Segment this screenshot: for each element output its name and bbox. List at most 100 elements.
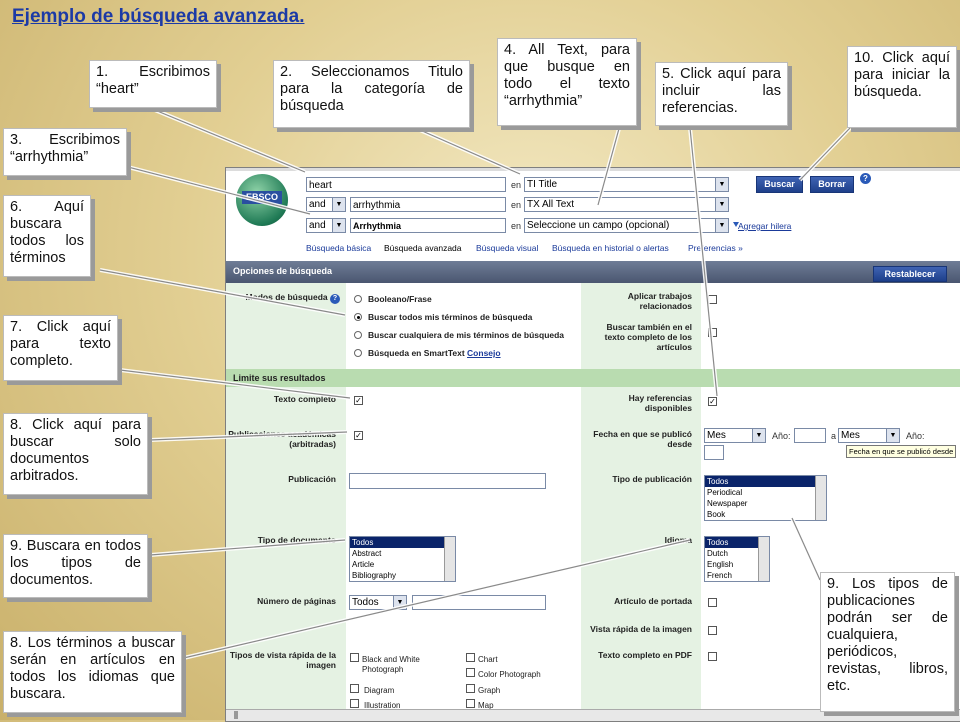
chevron-down-icon: ▼ bbox=[715, 178, 728, 191]
image-type-checkbox[interactable] bbox=[350, 699, 359, 708]
tab-historial-alertas[interactable]: Búsqueda en historial o alertas bbox=[552, 243, 669, 253]
scrollbar[interactable] bbox=[444, 537, 455, 581]
list-item[interactable]: Newspaper bbox=[707, 499, 748, 508]
search-term-input-1[interactable]: heart bbox=[306, 177, 506, 192]
search-term-input-3[interactable]: Arrhythmia bbox=[350, 218, 506, 233]
image-type-checkbox[interactable] bbox=[466, 668, 475, 677]
list-item[interactable]: Book bbox=[707, 510, 726, 519]
tab-busqueda-avanzada[interactable]: Búsqueda avanzada bbox=[384, 243, 462, 253]
radio-smarttext[interactable] bbox=[354, 349, 362, 357]
articulo-portada-checkbox[interactable] bbox=[708, 598, 717, 607]
image-type-label: Chart bbox=[478, 655, 498, 664]
image-type-checkbox[interactable] bbox=[466, 653, 475, 662]
field-select-3-value: Seleccione un campo (opcional) bbox=[527, 220, 670, 231]
radio-booleano[interactable] bbox=[354, 295, 362, 303]
en-label-2: en bbox=[511, 200, 522, 210]
image-type-label: Diagram bbox=[364, 686, 395, 695]
list-item[interactable]: Dutch bbox=[707, 549, 728, 558]
scrollbar[interactable] bbox=[758, 537, 769, 581]
image-type-label: Map bbox=[478, 701, 494, 710]
list-item[interactable]: Todos bbox=[350, 537, 455, 548]
list-item[interactable]: Abstract bbox=[352, 549, 382, 558]
image-type-checkbox[interactable] bbox=[350, 653, 359, 662]
callout-8b: 8. Los términos a buscar serán en artícu… bbox=[3, 631, 182, 713]
image-type-label: Graph bbox=[478, 686, 501, 695]
list-item[interactable]: Periodical bbox=[707, 488, 743, 497]
callout-9b: 9. Los tipos de publicaciones podrán ser… bbox=[820, 572, 955, 712]
list-item[interactable]: English bbox=[707, 560, 734, 569]
bool-select-2[interactable]: and▼ bbox=[306, 197, 346, 212]
list-item[interactable]: Bibliography bbox=[352, 571, 397, 580]
help-icon[interactable]: ? bbox=[860, 173, 871, 184]
paginas-select[interactable]: Todos▼ bbox=[349, 595, 407, 610]
idioma-list[interactable]: Todos Dutch English French bbox=[704, 536, 770, 582]
callout-6: 6. Aquí buscara todos los términos bbox=[3, 195, 91, 277]
publicacion-input[interactable] bbox=[349, 473, 546, 489]
mode-cualquiera: Buscar cualquiera de mis términos de bús… bbox=[368, 330, 565, 340]
tipo-publicacion-label: Tipo de publicación bbox=[612, 474, 692, 484]
mes-hasta-select[interactable]: Mes▼ bbox=[838, 428, 900, 443]
publicacion-label: Publicación bbox=[288, 474, 336, 484]
field-select-1[interactable]: TI Title▼ bbox=[524, 177, 729, 192]
idioma-label: Idioma bbox=[664, 535, 692, 545]
scrollbar[interactable] bbox=[815, 476, 826, 520]
mode-todos: Buscar todos mis términos de búsqueda bbox=[368, 312, 533, 322]
bool-select-3[interactable]: and▼ bbox=[306, 218, 346, 233]
left-label-column bbox=[226, 283, 346, 721]
texto-completo-label: Texto completo bbox=[273, 394, 336, 404]
agregar-hilera-link[interactable]: Agregar hilera bbox=[738, 221, 792, 231]
tipo-publicacion-list[interactable]: Todos Periodical Newspaper Book bbox=[704, 475, 827, 521]
search-term-input-2[interactable]: arrhythmia bbox=[350, 197, 506, 212]
image-type-checkbox[interactable] bbox=[350, 684, 359, 693]
anio-desde-input[interactable] bbox=[794, 428, 826, 443]
chevron-down-icon: ▼ bbox=[752, 429, 765, 442]
consejo-link[interactable]: Consejo bbox=[467, 348, 501, 358]
callout-1: 1. Escribimos “heart” bbox=[89, 60, 217, 108]
list-item[interactable]: Article bbox=[352, 560, 375, 569]
en-label-3: en bbox=[511, 221, 522, 231]
a-label: a bbox=[831, 431, 837, 441]
options-header-bar bbox=[226, 261, 960, 283]
hay-referencias-checkbox[interactable]: ✓ bbox=[708, 397, 717, 406]
radio-cualquiera[interactable] bbox=[354, 331, 362, 339]
tab-preferencias[interactable]: Preferencias » bbox=[688, 243, 743, 253]
field-select-2[interactable]: TX All Text▼ bbox=[524, 197, 729, 212]
texto-pdf-checkbox[interactable] bbox=[708, 652, 717, 661]
callout-9: 9. Buscara en todos los tipos de documen… bbox=[3, 534, 148, 598]
en-label-1: en bbox=[511, 180, 522, 190]
callout-5: 5. Click aquí para incluir las referenci… bbox=[655, 62, 788, 126]
restablecer-button[interactable]: Restablecer bbox=[873, 266, 947, 282]
vista-rapida-checkbox[interactable] bbox=[708, 626, 717, 635]
list-item[interactable]: Todos bbox=[705, 476, 826, 487]
mode-smarttext: Búsqueda en SmartText Consejo bbox=[368, 348, 501, 358]
radio-todos-terminos[interactable] bbox=[354, 313, 362, 321]
image-type-checkbox[interactable] bbox=[466, 684, 475, 693]
field-select-3[interactable]: Seleccione un campo (opcional) ▼ bbox=[524, 218, 729, 233]
image-type-label: Color Photograph bbox=[478, 670, 541, 679]
help-icon[interactable]: ? bbox=[330, 294, 340, 304]
modos-label-text: Modos de búsqueda bbox=[245, 292, 328, 302]
texto-completo-checkbox[interactable]: ✓ bbox=[354, 396, 363, 405]
tipo-documento-list[interactable]: Todos Abstract Article Bibliography bbox=[349, 536, 456, 582]
list-item[interactable]: Todos bbox=[705, 537, 769, 548]
anio-hasta-label: Año: bbox=[906, 431, 925, 441]
borrar-button[interactable]: Borrar bbox=[810, 176, 854, 193]
buscar-button[interactable]: Buscar bbox=[756, 176, 803, 193]
tipos-vista-label: Tipos de vista rápida de la imagen bbox=[229, 650, 336, 670]
mes-desde-value: Mes bbox=[707, 430, 726, 441]
callout-10: 10. Click aquí para iniciar la búsqueda. bbox=[847, 46, 957, 128]
tab-busqueda-basica[interactable]: Búsqueda básica bbox=[306, 243, 372, 253]
chevron-down-icon: ▼ bbox=[332, 219, 345, 232]
horizontal-scrollbar[interactable] bbox=[226, 709, 960, 721]
arbitradas-checkbox[interactable]: ✓ bbox=[354, 431, 363, 440]
tab-busqueda-visual[interactable]: Búsqueda visual bbox=[476, 243, 539, 253]
anio-hasta-input[interactable] bbox=[704, 445, 724, 460]
arrow-down-icon bbox=[733, 222, 739, 227]
chevron-down-icon: ▼ bbox=[715, 219, 728, 232]
scroll-thumb[interactable] bbox=[234, 711, 238, 719]
image-type-checkbox[interactable] bbox=[466, 699, 475, 708]
mes-desde-select[interactable]: Mes ▼ bbox=[704, 428, 766, 443]
modos-label: Modos de búsqueda ? bbox=[228, 292, 340, 304]
list-item[interactable]: French bbox=[707, 571, 732, 580]
